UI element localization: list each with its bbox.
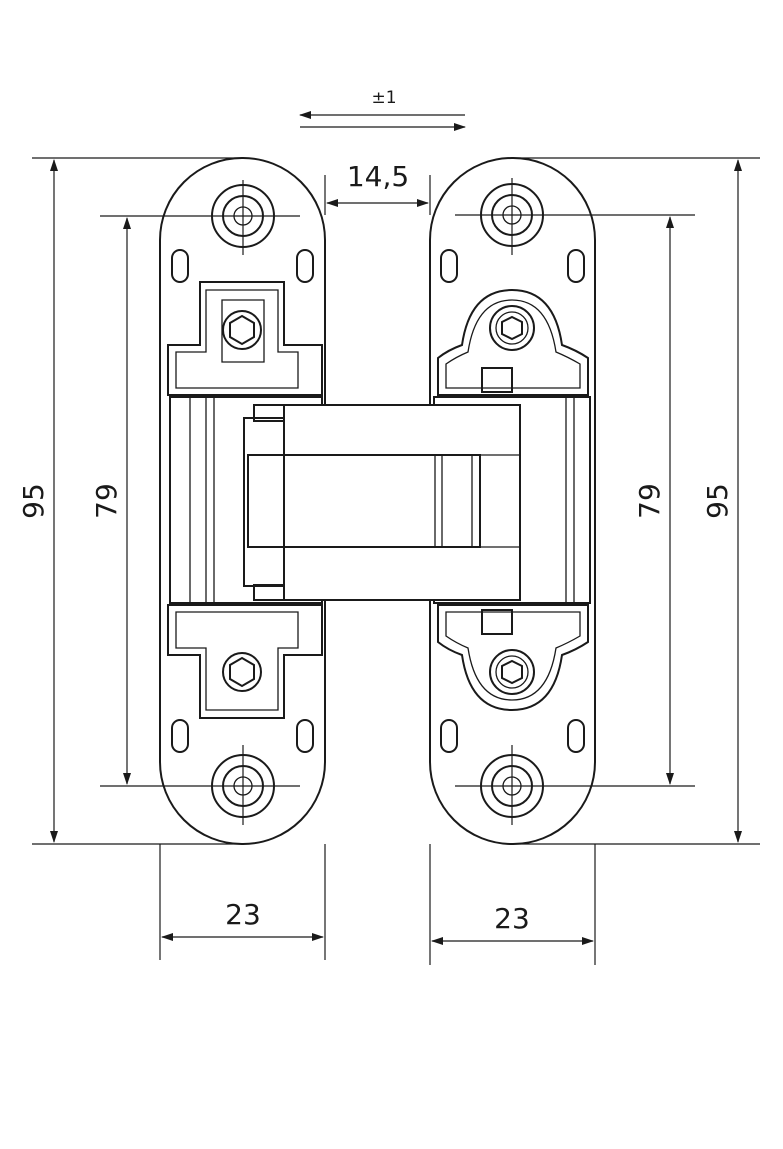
tolerance-label: ±1 xyxy=(371,88,396,108)
width-left-label: 23 xyxy=(225,898,261,931)
width-right-label: 23 xyxy=(494,902,530,935)
hole-spacing-left-label: 79 xyxy=(90,483,123,519)
overall-height-right-label: 95 xyxy=(701,483,734,519)
hinge-arm xyxy=(243,404,521,601)
hole-spacing-right-label: 79 xyxy=(633,483,666,519)
gap-label: 14,5 xyxy=(347,160,409,193)
extension-lines xyxy=(32,157,760,965)
overall-height-left-label: 95 xyxy=(17,483,50,519)
dimension-lines xyxy=(50,111,742,945)
